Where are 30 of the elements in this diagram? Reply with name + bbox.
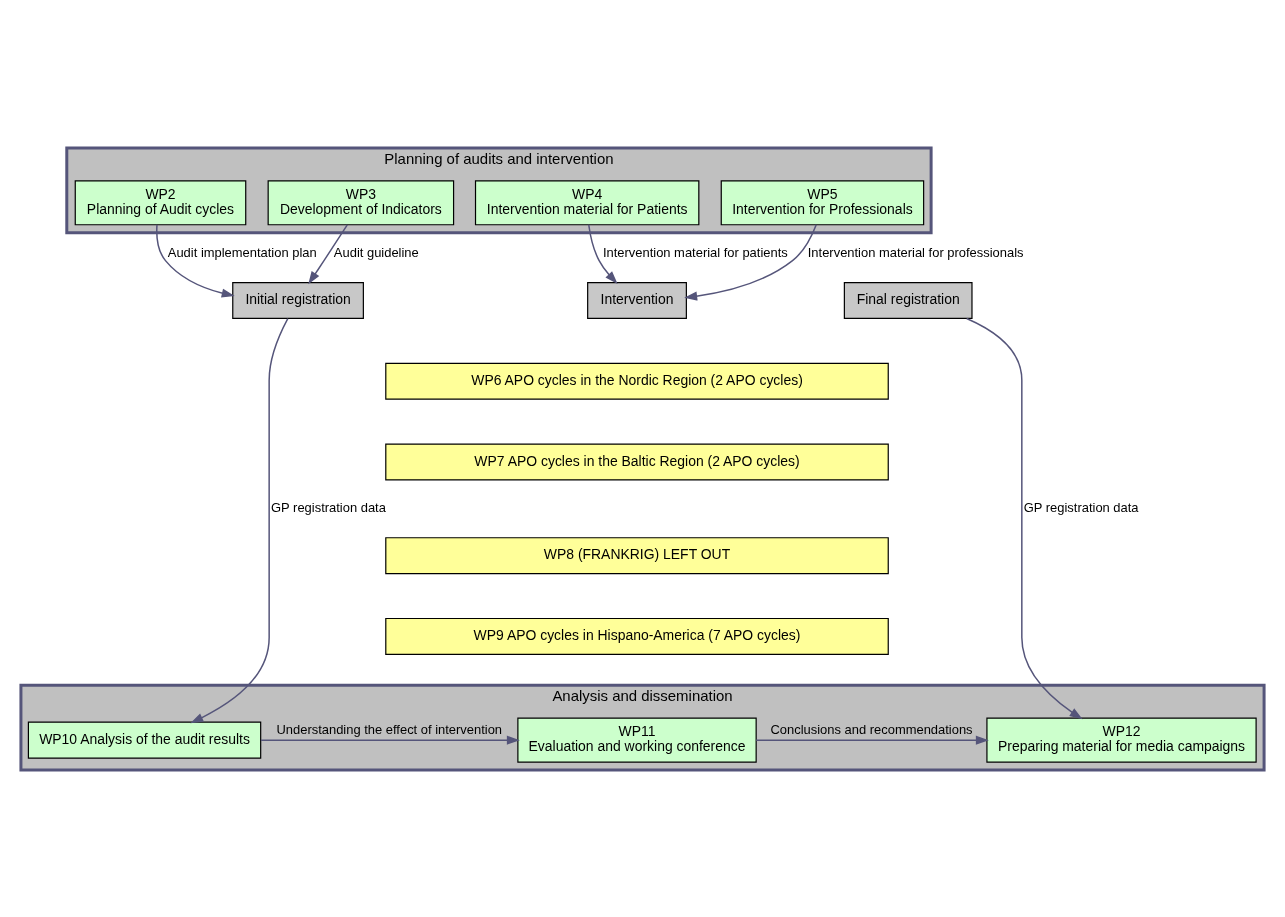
node-box: WP5 Intervention for Professionals [720,179,925,225]
node-box: Final registration [843,281,973,319]
node-box: WP7 APO cycles in the Baltic Region (2 APO cycles) [385,442,889,481]
node-box: WP11 Evaluation and working conference [517,717,757,763]
edge-label: Audit guideline [333,244,419,260]
node-box: WP2 Planning of Audit cycles [74,179,247,225]
arrow [156,223,235,298]
node-box: WP6 APO cycles in the Nordic Region (2 APO cycles) [385,362,889,400]
node-box: WP8 (FRANKRIG) LEFT OUT [385,536,889,574]
edge-label: GP registration data [1023,499,1139,515]
arrow [965,317,1083,719]
arrow [588,223,618,284]
edge-label: Understanding the effect of intervention [276,721,503,737]
node-box: Intervention [587,281,687,319]
arrow [260,735,520,745]
arrow [755,735,989,745]
node-box: Initial registration [232,281,364,319]
arrow [684,223,817,301]
edge-label: GP registration data [271,499,386,515]
edge-label: Conclusions and recommendations [770,721,973,737]
edge-label: Audit implementation plan [167,244,317,260]
node-box: WP9 APO cycles in Hispano-America (7 APO cycles) [385,617,889,655]
edge-label: Intervention material for professionals [807,244,1024,260]
node-box: WP3 Development of Indicators [267,179,455,225]
node-box: WP4 Intervention material for Patients [474,179,700,225]
arrow [308,223,348,284]
arrow [190,317,289,723]
node-box: WP12 Preparing material for media campaigns [986,717,1257,763]
edge-label: Intervention material for patients [602,244,788,260]
node-box: WP10 Analysis of the audit results [27,721,262,759]
